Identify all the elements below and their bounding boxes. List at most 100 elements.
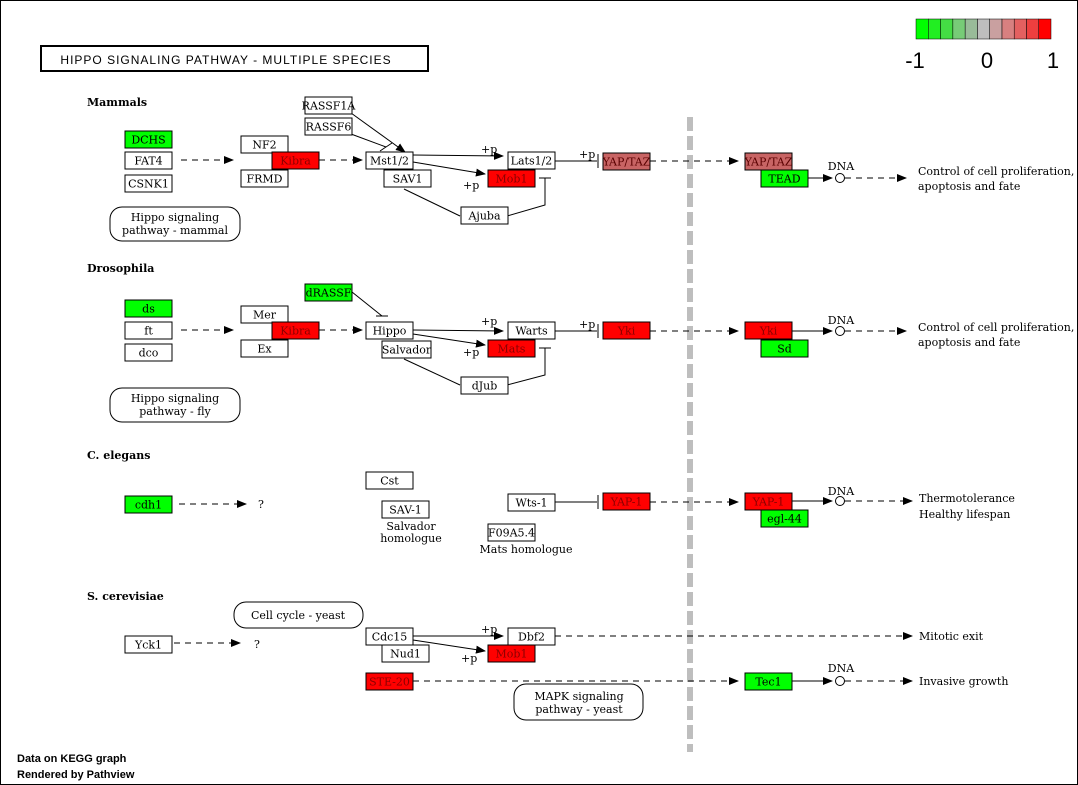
gene-node-d-hippo[interactable]: Hippo	[365, 321, 414, 340]
pathway-link-fly[interactable]: Hippo signaling pathway - fly	[109, 387, 241, 423]
pathway-link-yeast-cell-cycle[interactable]: Cell cycle - yeast	[233, 601, 364, 629]
gene-node-m-sav1[interactable]: SAV1	[383, 169, 432, 188]
gene-node-label: ds	[142, 303, 155, 316]
gene-node-m-frmd[interactable]: FRMD	[240, 169, 289, 188]
gene-node-d-mer[interactable]: Mer	[240, 305, 289, 324]
gene-node-label: dRASSF	[306, 287, 352, 300]
gene-node-box	[365, 672, 414, 691]
gene-node-d-dco[interactable]: dco	[124, 343, 173, 362]
gene-node-m-lats[interactable]: Lats1/2	[507, 151, 556, 170]
gene-node-c-cst[interactable]: Cst	[365, 471, 414, 490]
gene-node-m-rassf6[interactable]: RASSF6	[304, 117, 353, 136]
outcome-thermo-line2: Healthy lifespan	[919, 508, 1010, 521]
gene-node-d-yki2[interactable]: Yki	[744, 321, 793, 340]
unknown-target-yeast: ?	[254, 638, 260, 651]
gene-node-label: Tec1	[755, 676, 781, 689]
gene-node-box	[381, 644, 430, 663]
gene-node-label: TEAD	[768, 173, 800, 186]
gene-node-label: NF2	[252, 139, 276, 152]
gene-node-m-yap[interactable]: YAP/TAZ	[602, 152, 651, 171]
legend-label-mid: 0	[981, 48, 993, 73]
gene-node-d-ft[interactable]: ft	[124, 321, 173, 340]
gene-node-c-yap2[interactable]: YAP-1	[744, 492, 793, 511]
gene-node-label: YAP-1	[610, 496, 643, 509]
phosphorylation-labels: +p +p +p +p +p +p +p +p	[461, 143, 595, 665]
gene-node-c-cdh1[interactable]: cdh1	[124, 495, 173, 514]
gene-node-m-mst[interactable]: Mst1/2	[365, 151, 414, 170]
gene-node-y-tec1[interactable]: Tec1	[744, 672, 793, 691]
gene-node-label: Cst	[380, 475, 399, 488]
gene-node-d-sd[interactable]: Sd	[760, 339, 809, 358]
gene-node-d-yki[interactable]: Yki	[602, 321, 651, 340]
gene-node-label: CSNK1	[128, 178, 169, 191]
legend-swatch	[1038, 18, 1052, 40]
gene-node-box	[381, 340, 432, 359]
gene-node-box	[507, 151, 556, 170]
legend-swatch	[1026, 18, 1039, 40]
gene-node-m-mob1[interactable]: Mob1	[487, 169, 536, 188]
gene-node-box	[365, 471, 414, 490]
gene-node-label: SAV1	[393, 173, 423, 186]
gene-node-y-ste20[interactable]: STE-20	[365, 672, 414, 691]
dna-label: DNA	[828, 160, 855, 173]
gene-node-y-cdc15[interactable]: Cdc15	[365, 627, 414, 646]
gene-node-box	[744, 321, 793, 340]
pathway-link-mammal[interactable]: Hippo signaling pathway - mammal	[109, 206, 241, 242]
gene-node-d-salvador[interactable]: Salvador	[381, 340, 432, 359]
footer-line2: Rendered by Pathview	[17, 769, 135, 781]
gene-node-m-yap2[interactable]: YAP/TAZ	[744, 152, 793, 171]
gene-node-m-ajuba[interactable]: Ajuba	[460, 206, 509, 225]
gene-node-d-mats[interactable]: Mats	[487, 339, 536, 358]
gene-node-d-ex[interactable]: Ex	[240, 339, 289, 358]
gene-node-label: YAP-1	[752, 496, 785, 509]
gene-node-m-dchs[interactable]: DCHS	[124, 130, 173, 149]
legend-swatch	[940, 18, 954, 40]
gene-node-d-drassf[interactable]: dRASSF	[304, 283, 353, 302]
gene-node-box	[487, 169, 536, 188]
gene-node-c-egl[interactable]: egl-44	[760, 509, 809, 528]
gene-node-box	[602, 321, 651, 340]
gene-node-d-ds[interactable]: ds	[124, 299, 173, 318]
gene-node-y-yck1[interactable]: Yck1	[124, 635, 173, 654]
gene-node-box	[507, 321, 556, 340]
mammal-edges	[181, 112, 907, 217]
gene-node-box	[760, 169, 809, 188]
dna-circle-mammal	[835, 173, 845, 183]
mats-homologue-label: Mats homologue	[480, 543, 573, 556]
outcome-labels: Control of cell proliferation, apoptosis…	[380, 165, 1074, 688]
gene-node-d-djub[interactable]: dJub	[460, 376, 509, 395]
gene-node-d-warts[interactable]: Warts	[507, 321, 556, 340]
dna-label: DNA	[828, 662, 855, 675]
gene-node-m-nf2[interactable]: NF2	[240, 135, 289, 154]
gene-node-m-rassf1a[interactable]: RASSF1A	[302, 96, 357, 115]
gene-node-d-kibra[interactable]: Kibra	[271, 321, 320, 340]
gene-node-m-fat4[interactable]: FAT4	[124, 151, 173, 170]
plus-p-label: +p	[463, 346, 479, 359]
gene-node-box	[124, 495, 173, 514]
gene-node-label: Yki	[759, 325, 778, 338]
gene-node-c-f09[interactable]: F09A5.4	[487, 523, 536, 542]
gene-node-c-sav[interactable]: SAV-1	[381, 500, 430, 519]
gene-node-m-kibra[interactable]: Kibra	[271, 151, 320, 170]
gene-node-box	[124, 151, 173, 170]
gene-node-m-tead[interactable]: TEAD	[760, 169, 809, 188]
gene-node-box	[240, 169, 289, 188]
gene-node-y-mob1[interactable]: Mob1	[487, 644, 536, 663]
gene-node-label: egl-44	[767, 513, 802, 526]
yeast-edges	[174, 632, 913, 685]
gene-node-label: Ex	[257, 343, 272, 356]
gene-node-box	[304, 117, 353, 136]
gene-node-c-wts[interactable]: Wts-1	[507, 493, 556, 512]
legend-label-max: 1	[1047, 48, 1059, 73]
outcome-prolif-line1: Control of cell proliferation,	[918, 321, 1074, 334]
plus-p-label: +p	[481, 623, 497, 636]
gene-node-m-csnk1[interactable]: CSNK1	[124, 174, 173, 193]
pathway-link-mapk-yeast[interactable]: MAPK signaling pathway - yeast	[513, 683, 644, 721]
gene-node-y-dbf2[interactable]: Dbf2	[507, 627, 556, 646]
gene-node-label: Hippo	[373, 325, 407, 338]
gene-node-y-nud1[interactable]: Nud1	[381, 644, 430, 663]
gene-node-label: Wts-1	[515, 497, 547, 510]
gene-node-label: Sd	[777, 343, 792, 356]
gene-node-c-yap[interactable]: YAP-1	[602, 492, 651, 511]
dna-label: DNA	[828, 485, 855, 498]
